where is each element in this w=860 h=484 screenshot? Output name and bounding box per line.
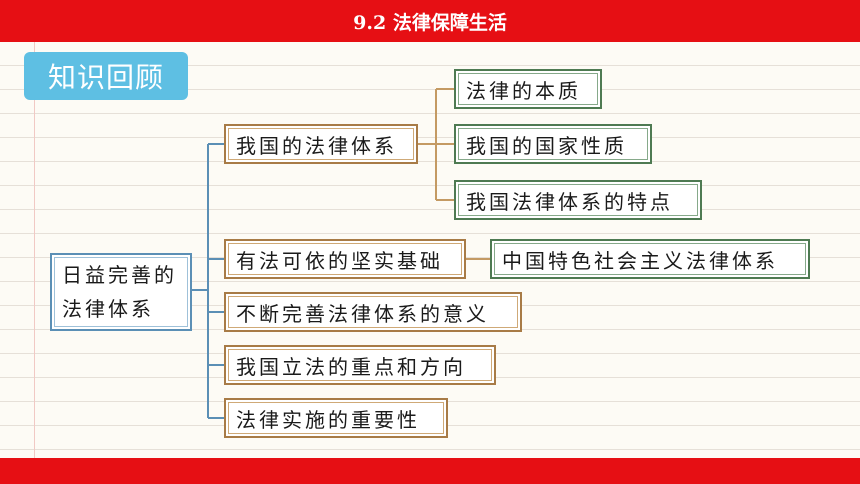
branch-node-improvement-significance: 不断完善法律体系的意义 xyxy=(224,292,522,332)
sub-branch-node-essence: 法律的本质 xyxy=(454,69,602,109)
mindmap-root-node: 日益完善的 法律体系 xyxy=(50,253,192,331)
paper-margin-line xyxy=(34,42,35,458)
section-badge-label: 知识回顾 xyxy=(47,61,164,94)
sub-branch-node-characteristics: 我国法律体系的特点 xyxy=(454,180,702,220)
page-title: 9.2 法律保障生活 xyxy=(353,11,507,34)
footer-bar xyxy=(0,458,860,484)
branch-node-legal-system: 我国的法律体系 xyxy=(224,124,418,164)
sub-branch-node-label: 我国的国家性质 xyxy=(466,133,627,158)
branch-node-label: 有法可依的坚实基础 xyxy=(236,248,443,273)
section-badge: 知识回顾 xyxy=(24,52,188,100)
root-node-line-1: 日益完善的 xyxy=(62,263,177,287)
detail-node-socialist-legal-system: 中国特色社会主义法律体系 xyxy=(490,239,810,279)
detail-node-label: 中国特色社会主义法律体系 xyxy=(502,248,778,273)
branch-node-label: 法律实施的重要性 xyxy=(236,407,420,432)
sub-branch-node-label: 我国法律体系的特点 xyxy=(466,189,673,214)
branch-node-solid-foundation: 有法可依的坚实基础 xyxy=(224,239,466,279)
header-bar: 9.2 法律保障生活 xyxy=(0,0,860,42)
branch-node-law-enforcement: 法律实施的重要性 xyxy=(224,398,448,438)
root-node-line-2: 法律体系 xyxy=(62,297,154,321)
connector-root-trunk xyxy=(192,144,209,418)
sub-branch-node-state-nature: 我国的国家性质 xyxy=(454,124,652,164)
branch-node-label: 我国的法律体系 xyxy=(236,133,397,158)
branch-node-legislation-focus: 我国立法的重点和方向 xyxy=(224,345,496,385)
sub-branch-node-label: 法律的本质 xyxy=(466,78,581,103)
branch-node-label: 不断完善法律体系的意义 xyxy=(236,301,489,326)
connector-branch1-trunk xyxy=(418,89,437,200)
branch-node-label: 我国立法的重点和方向 xyxy=(236,354,466,379)
